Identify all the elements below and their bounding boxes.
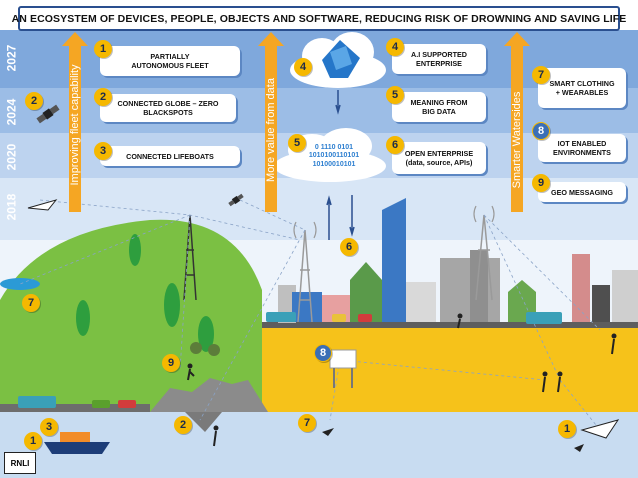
green-hill [0,219,262,412]
badge-2-satellite: 2 [25,92,43,110]
callout-big-data: MEANING FROM BIG DATA [392,92,486,122]
person [611,333,617,339]
fleet-arrow [62,32,88,212]
bus [266,312,296,322]
signal-waves [473,205,495,223]
badge-2: 2 [94,88,112,106]
callout-connected-globe: CONNECTED GLOBE – ZERO BLACKSPOTS [100,94,236,122]
data-arrow [326,195,332,240]
building-blue [292,292,322,322]
badge-1: 1 [94,40,112,58]
tree [198,316,214,352]
building-grey-2 [612,270,638,322]
tree [164,283,180,327]
satellite [228,193,244,207]
bush [190,342,202,354]
badge-9: 9 [532,174,550,192]
data-cloud [274,128,386,182]
swimmer [322,428,334,436]
bush [208,344,220,356]
data-arrow [349,195,355,237]
person [557,371,563,377]
badge-7: 7 [532,66,550,84]
road-left [0,404,150,412]
data-arrow-label: More value from data [265,78,277,182]
beach-sign [329,349,357,369]
badge-1-sea: 1 [24,432,42,450]
callout-open-enterprise: OPEN ENTERPRISE (data, source, APIs) [392,142,486,174]
swimmer [574,444,584,452]
badge-9-hill: 9 [162,354,180,372]
signal-waves [293,221,317,239]
person [213,425,219,431]
rocks [150,378,268,412]
data-arrow [335,90,341,115]
badge-7-pond: 7 [22,294,40,312]
rock-shadow [185,412,222,432]
binary-data: 0 1110 0101 1010100110101 10100010101 [308,144,360,168]
bus [18,396,56,408]
road-town [262,322,638,328]
car [332,314,346,322]
person [457,313,463,319]
badge-1-drone: 1 [558,420,576,438]
drone [580,419,620,439]
building-green-2 [508,280,536,322]
badge-4-cloud: 4 [294,58,312,76]
skyscraper [382,198,406,322]
tree [76,300,90,336]
callout-smart-clothing: SMART CLOTHING + WEARABLES [538,68,626,108]
rnli-logo: RNLI [4,452,36,474]
pond [0,278,40,290]
badge-5-cloud: 5 [288,134,306,152]
building-grey [406,282,436,322]
building-tower [470,250,488,322]
badge-7-sea: 7 [298,414,316,432]
callout-iot: IOT ENABLED ENVIRONMENTS [538,134,626,162]
radio-mast [297,229,313,323]
fleet-arrow-label: Improving fleet capability [69,64,81,186]
badge-2-sea: 2 [174,416,192,434]
lifeboat [44,442,110,454]
radio-mast [475,214,493,301]
badge-8: 8 [532,122,550,140]
callout-autonomous-fleet: PARTIALLY AUTONOMOUS FLEET [100,46,240,76]
bus [526,312,562,324]
drone [27,199,58,211]
building-green [350,262,382,322]
car [358,314,372,322]
callout-geo-messaging: GEO MESSAGING [538,182,626,202]
badge-5: 5 [386,86,404,104]
badge-8-beach: 8 [314,344,332,362]
car [92,400,110,408]
ai-cloud [290,32,386,88]
badge-3-sea: 3 [40,418,58,436]
person [187,363,193,369]
satellite [36,104,60,124]
page-title: AN ECOSYSTEM OF DEVICES, PEOPLE, OBJECTS… [12,6,626,31]
data-arrow-main [258,32,284,212]
car [118,400,136,408]
callout-ai-enterprise: A.I SUPPORTED ENTERPRISE [392,44,486,74]
building-dark [592,285,610,322]
callout-connected-lifeboats: CONNECTED LIFEBOATS [100,146,240,166]
connection-lines [19,199,601,431]
badge-6: 6 [386,136,404,154]
badge-6-city: 6 [340,238,358,256]
tree [129,234,141,266]
building-pink-2 [572,254,590,322]
sand [258,326,638,412]
badge-3: 3 [94,142,112,160]
waterside-arrow-label: Smarter Watersides [511,91,523,189]
waterside-arrow [504,32,530,212]
badge-4: 4 [386,38,404,56]
person [542,371,548,377]
